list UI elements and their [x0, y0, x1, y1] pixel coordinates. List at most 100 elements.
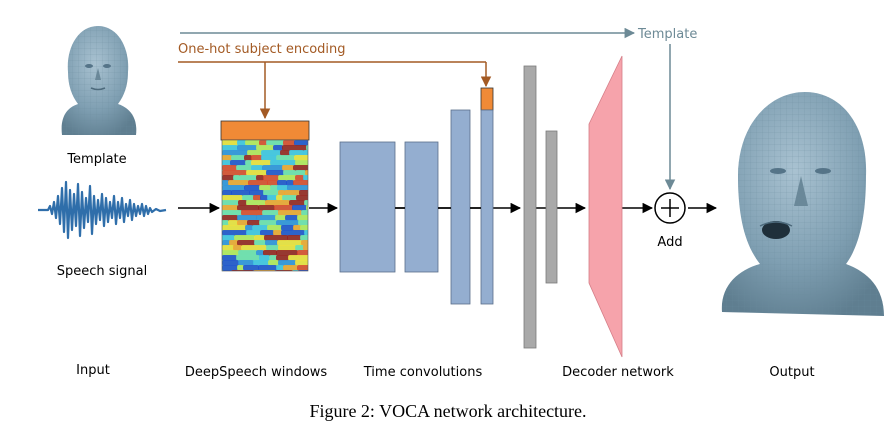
- heatmap-cell: [306, 145, 308, 151]
- heatmap-cell: [261, 155, 277, 161]
- heatmap-cell: [293, 165, 308, 171]
- heatmap-cell: [274, 205, 293, 211]
- heatmap-cell: [287, 185, 308, 191]
- heatmap-cell: [228, 220, 238, 226]
- heatmap-cell: [231, 155, 245, 161]
- heatmap-cell: [248, 180, 268, 186]
- heatmap-cell: [276, 155, 295, 161]
- heatmap-cell: [267, 225, 282, 231]
- decoder-network-block: [588, 55, 623, 358]
- heatmap-cell: [222, 240, 230, 246]
- heatmap-cell: [222, 190, 232, 196]
- heatmap-cell: [277, 240, 302, 246]
- heatmap-cell: [278, 190, 285, 196]
- heatmap-cell: [259, 220, 277, 226]
- heatmap-cell: [222, 175, 234, 181]
- heatmap-cell: [256, 215, 276, 221]
- heatmap-cell: [295, 160, 308, 166]
- heatmap-cell: [303, 175, 308, 181]
- add-label: Add: [657, 235, 682, 250]
- heatmap-cell: [295, 260, 308, 266]
- heatmap-cell: [244, 185, 260, 191]
- heatmap-cell: [293, 225, 301, 231]
- heatmap-cell: [303, 150, 308, 156]
- heatmap-cell: [228, 180, 249, 186]
- heatmap-cell: [222, 250, 239, 256]
- heatmap-cell: [234, 235, 255, 241]
- heatmap-cell: [276, 265, 284, 271]
- heatmap-cell: [267, 195, 277, 201]
- heatmap-cell: [222, 220, 229, 226]
- output-head-icon: [721, 92, 884, 316]
- heatmap-cell: [270, 160, 296, 166]
- heatmap-cell: [297, 250, 308, 256]
- heatmap-cell: [295, 170, 306, 176]
- heatmap-cell: [292, 205, 307, 211]
- heatmap-cell: [222, 195, 243, 201]
- heatmap-cell: [263, 250, 277, 256]
- heatmap-cell: [306, 205, 308, 211]
- heatmap-cell: [222, 145, 238, 151]
- onehot-box-deepspeech: [220, 120, 310, 141]
- conv-block-4: [480, 109, 494, 305]
- heatmap-cell: [222, 180, 229, 186]
- heatmap-cell: [233, 175, 240, 181]
- heatmap-cell: [222, 170, 247, 176]
- heatmap-cell: [265, 200, 290, 206]
- heatmap-cell: [282, 145, 307, 151]
- heatmap-cell: [281, 225, 294, 231]
- heatmap-cell: [246, 170, 267, 176]
- heatmap-cell: [260, 230, 274, 236]
- heatmap-cell: [222, 245, 234, 251]
- heatmap-cell: [296, 195, 308, 201]
- heatmap-cell: [237, 240, 255, 246]
- heatmap-cell: [281, 230, 305, 236]
- heatmap-cell: [256, 250, 264, 256]
- heatmap-cell: [237, 140, 246, 146]
- heatmap-cell: [262, 210, 279, 216]
- heatmap-cell: [278, 260, 296, 266]
- stage-output-label: Output: [769, 365, 814, 380]
- heatmap-cell: [262, 165, 283, 171]
- heatmap-cell: [283, 140, 295, 146]
- heatmap-cell: [268, 260, 279, 266]
- heatmap-cell: [282, 165, 294, 171]
- heatmap-cell: [237, 220, 248, 226]
- add-operator-icon: [654, 192, 686, 224]
- heatmap-cell: [254, 235, 265, 241]
- heatmap-cell: [245, 140, 260, 146]
- heatmap-cell: [277, 185, 288, 191]
- figure-caption: Figure 2: VOCA network architecture.: [309, 401, 586, 421]
- deepspeech-heatmap: [222, 140, 308, 271]
- onehot-label: One-hot subject encoding: [178, 42, 346, 57]
- template-head-icon: [61, 26, 137, 135]
- heatmap-cell: [245, 225, 253, 231]
- heatmap-cell: [297, 215, 308, 221]
- heatmap-cell: [283, 265, 298, 271]
- heatmap-cell: [222, 160, 231, 166]
- heatmap-cell: [266, 170, 284, 176]
- heatmap-cell: [276, 250, 298, 256]
- heatmap-cell: [237, 215, 257, 221]
- heatmap-cell: [305, 170, 308, 176]
- heatmap-cell: [237, 145, 257, 151]
- conv-block-1: [339, 141, 396, 273]
- heatmap-cell: [222, 230, 247, 236]
- heatmap-cell: [259, 255, 270, 261]
- heatmap-cell: [295, 245, 304, 251]
- heatmap-cell: [267, 180, 278, 186]
- speech-signal-label: Speech signal: [57, 264, 147, 279]
- heatmap-cell: [251, 160, 271, 166]
- heatmap-cell: [222, 200, 239, 206]
- heatmap-cell: [300, 225, 308, 231]
- heatmap-cell: [253, 195, 261, 201]
- heatmap-cell: [252, 225, 268, 231]
- heatmap-cell: [246, 200, 266, 206]
- heatmap-cell: [244, 155, 252, 161]
- heatmap-cell: [222, 235, 235, 241]
- heatmap-cell: [236, 255, 260, 261]
- heatmap-cell: [254, 240, 266, 246]
- heatmap-cell: [294, 155, 308, 161]
- heatmap-cell: [269, 255, 277, 261]
